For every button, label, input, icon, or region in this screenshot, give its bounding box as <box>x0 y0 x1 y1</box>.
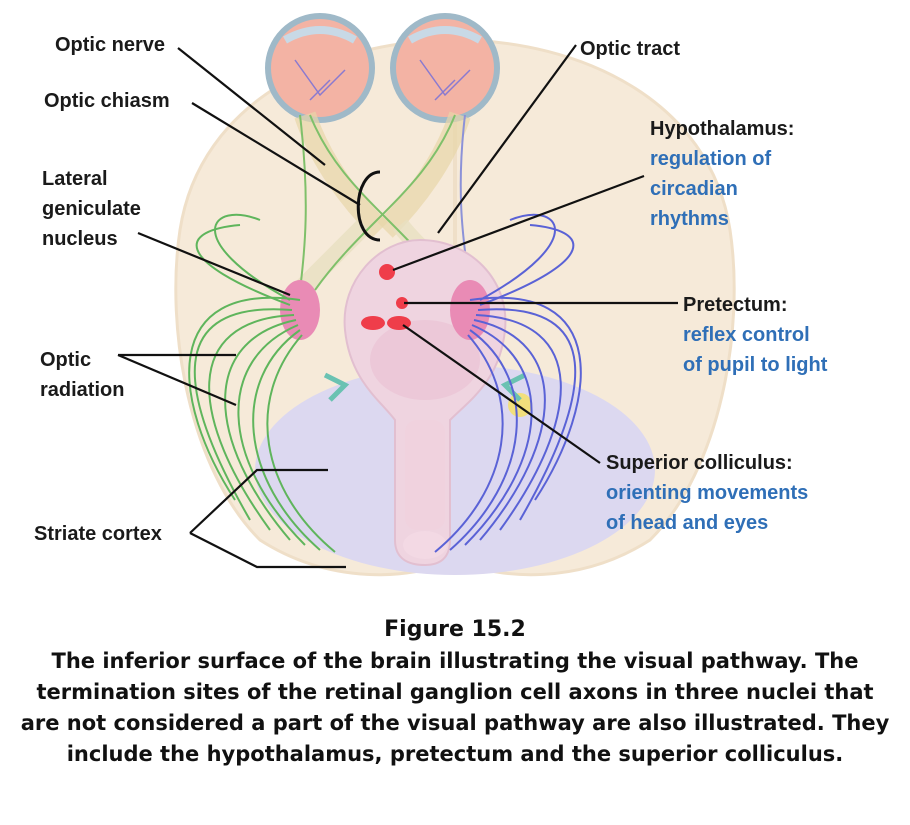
label-hypothalamus-desc3: rhythms <box>650 208 729 230</box>
visual-pathway-diagram <box>117 13 736 577</box>
label-lgn-line3: nucleus <box>42 228 118 250</box>
label-pretectum-desc2: of pupil to light <box>683 354 828 376</box>
optic-nerve-right <box>377 111 471 238</box>
pretectum-nucleus <box>396 297 408 309</box>
lgn-right <box>450 280 490 340</box>
label-optic-nerve: Optic nerve <box>55 34 166 56</box>
hypothalamus-nucleus <box>379 264 395 280</box>
leader-optic-nerve <box>177 47 326 166</box>
uncrossed-fiber-left <box>299 114 307 291</box>
label-hypothalamus-desc1: regulation of <box>650 148 772 170</box>
leader-hypothalamus <box>392 174 645 272</box>
label-optic-chiasm: Optic chiasm <box>44 90 170 112</box>
optic-radiation-left <box>188 213 336 553</box>
label-optic-radiation-line2: radiation <box>40 379 125 401</box>
label-pretectum-title: Pretectum: <box>683 294 788 316</box>
label-lgn: Lateral geniculate nucleus <box>42 164 141 254</box>
medulla <box>405 420 445 530</box>
label-optic-tract: Optic tract <box>580 38 681 60</box>
label-hypothalamus-title: Hypothalamus: <box>650 118 795 140</box>
leader-lines <box>117 44 678 569</box>
caption-text: The inferior surface of the brain illust… <box>20 649 890 766</box>
superior-colliculus-left <box>361 316 385 330</box>
figure-caption: Figure 15.2 The inferior surface of the … <box>20 614 890 770</box>
spinal-base <box>403 531 447 559</box>
leader-striate-2 <box>189 532 346 569</box>
optic-nerve-left <box>294 111 388 238</box>
label-sc-desc2: of head and eyes <box>606 512 769 534</box>
label-striate-cortex: Striate cortex <box>34 523 162 545</box>
label-pretectum-desc1: reflex control <box>683 324 810 346</box>
label-superior-colliculus: Superior colliculus: orienting movements… <box>606 448 808 538</box>
cerebellum <box>255 365 655 575</box>
pons <box>370 320 480 400</box>
label-sc-desc1: orienting movements <box>606 482 809 504</box>
leader-optic-radiation-2 <box>117 353 237 407</box>
label-sc-title: Superior colliculus: <box>606 452 793 474</box>
cranial-nerve-teal-left <box>323 372 350 402</box>
leader-optic-tract <box>437 44 577 234</box>
label-lgn-line1: Lateral <box>42 168 108 190</box>
caption-number: Figure 15.2 <box>384 617 526 642</box>
label-optic-radiation: Optic radiation <box>40 345 124 405</box>
chiasm-bracket <box>356 170 381 242</box>
crossing-fiber-2 <box>314 114 456 291</box>
leader-striate-1 <box>189 468 328 534</box>
leader-optic-chiasm <box>191 102 361 206</box>
label-optic-radiation-line1: Optic <box>40 349 92 371</box>
label-lgn-line2: geniculate <box>42 198 141 220</box>
left-eye <box>265 13 375 123</box>
label-hypothalamus-desc2: circadian <box>650 178 738 200</box>
leader-lgn <box>137 231 291 297</box>
label-hypothalamus: Hypothalamus: regulation of circadian rh… <box>650 114 794 234</box>
label-pretectum: Pretectum: reflex control of pupil to li… <box>683 290 827 380</box>
right-eye <box>390 13 500 123</box>
leader-superior-colliculus <box>402 324 601 464</box>
